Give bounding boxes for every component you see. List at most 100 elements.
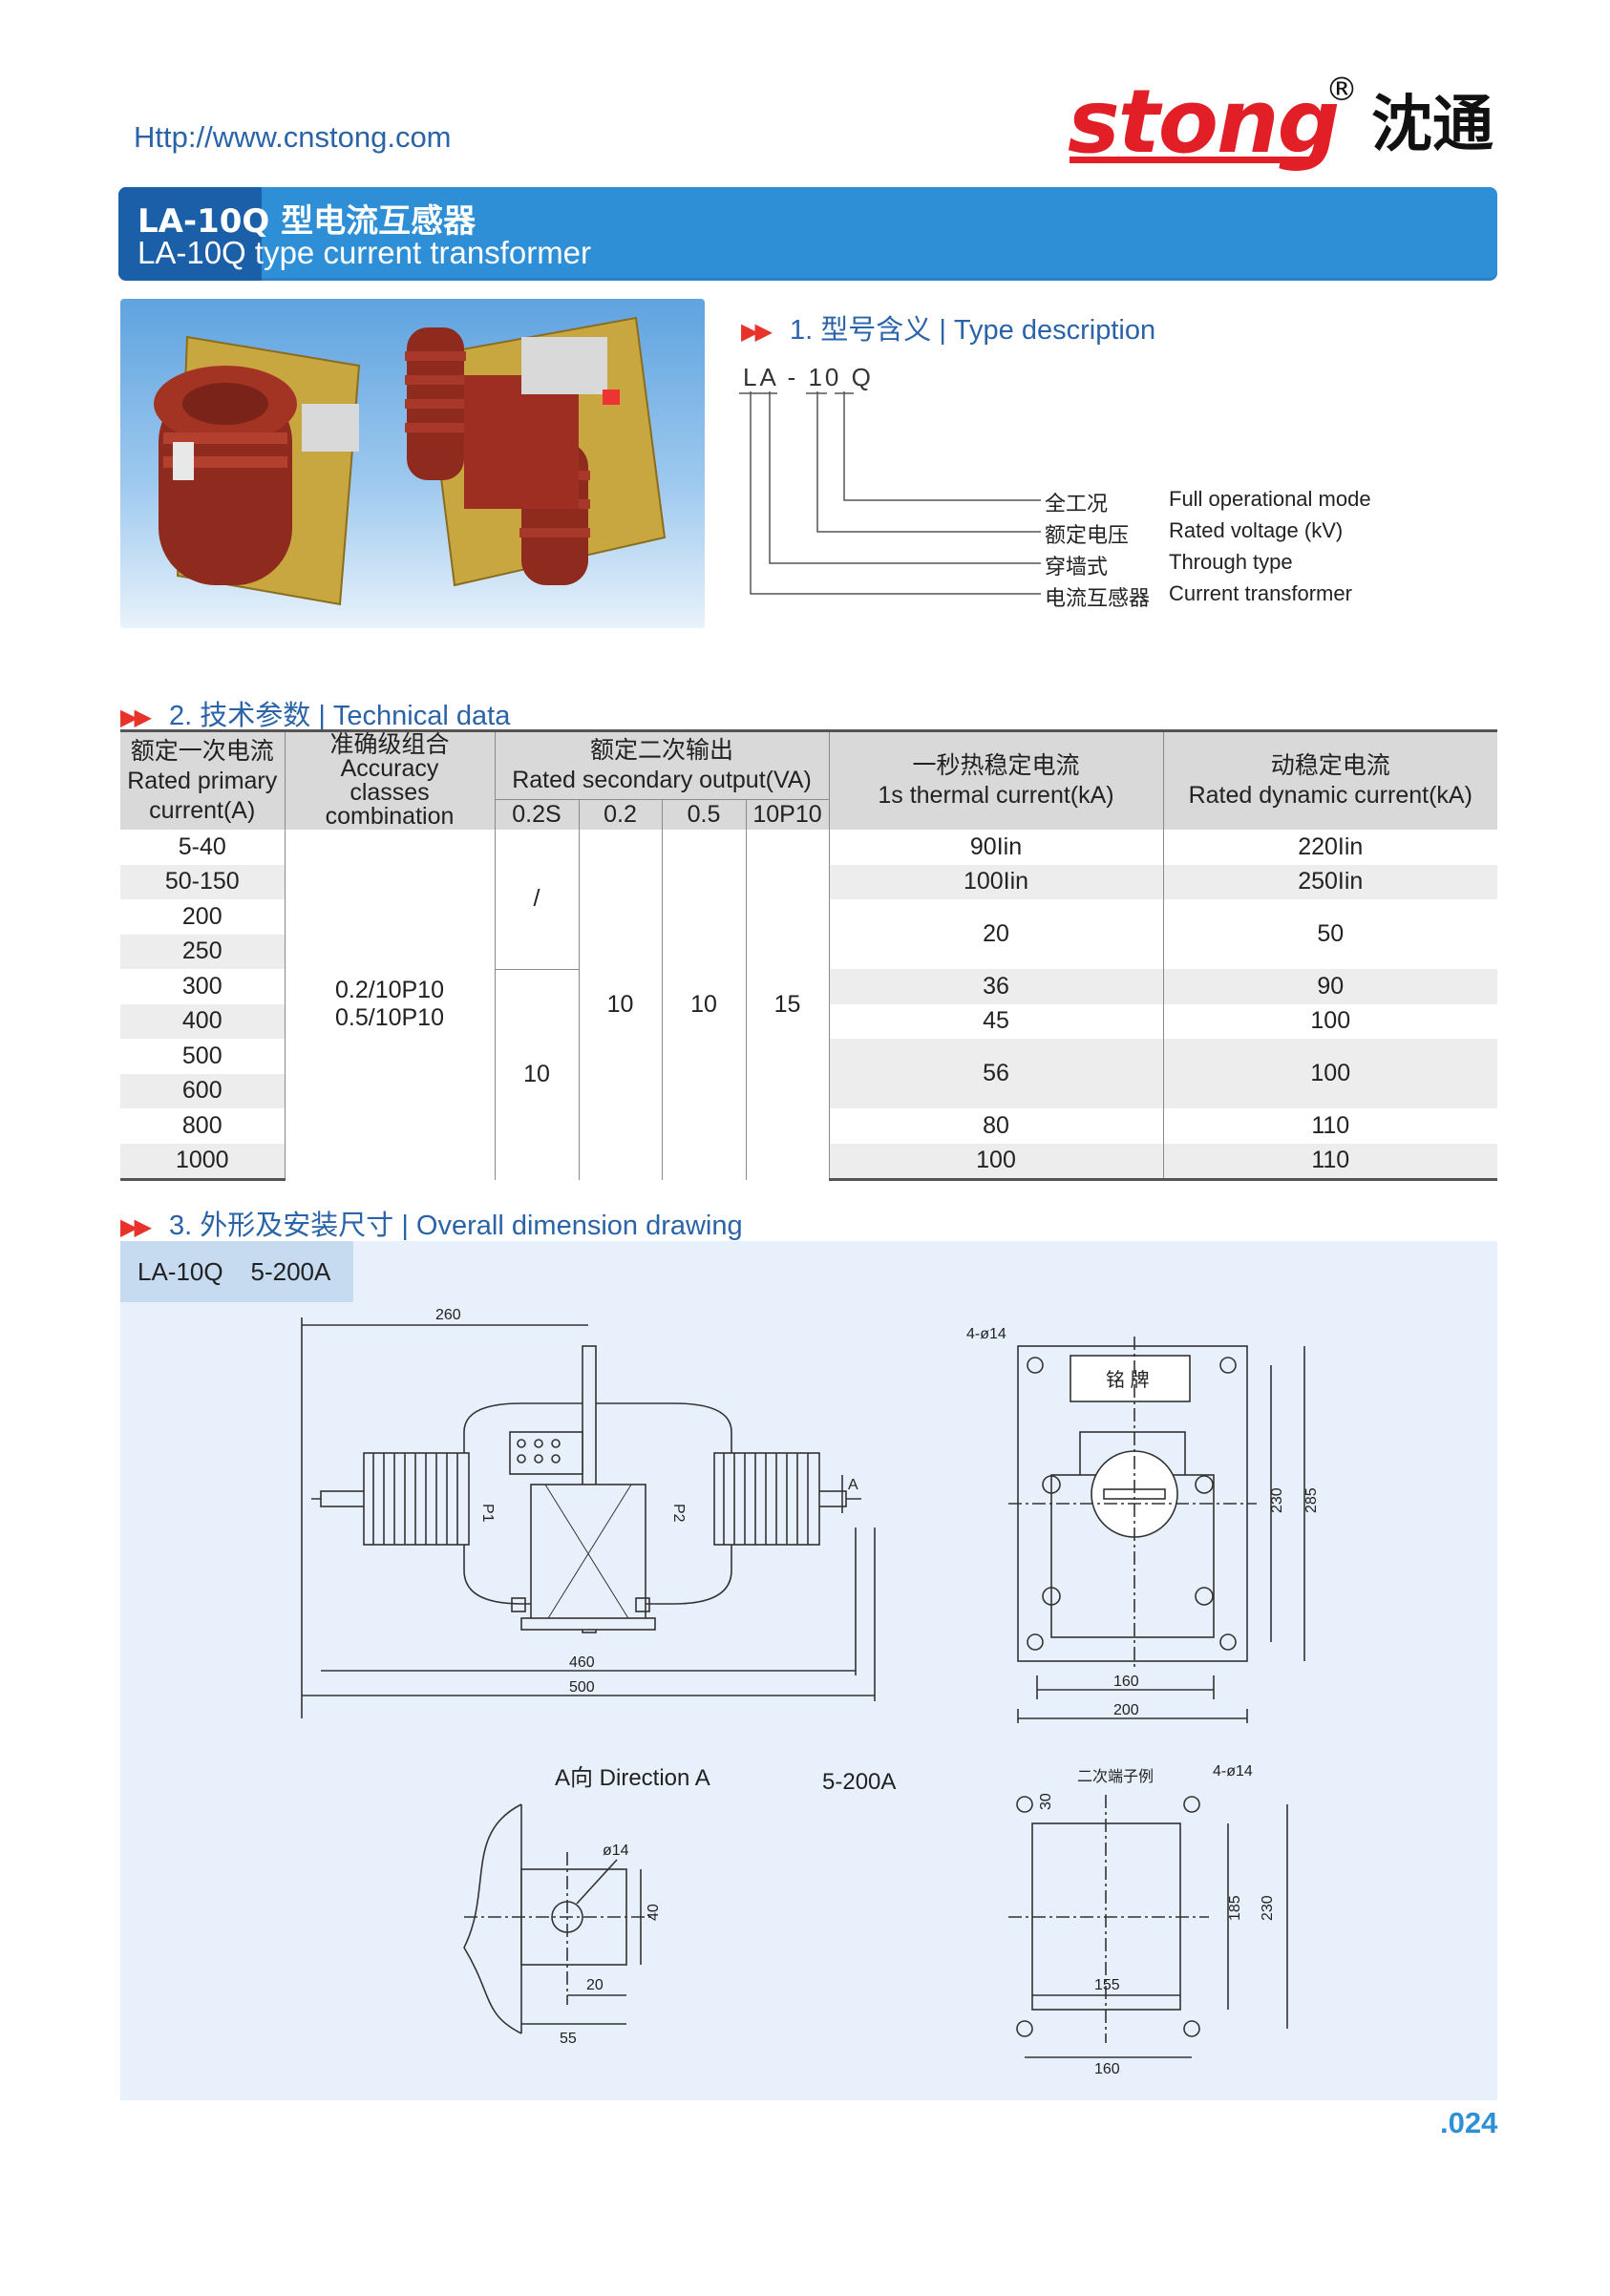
thermal-current: 45 (829, 1003, 1164, 1039)
dynamic-current: 100 (1163, 1003, 1497, 1039)
registered-mark: ® (1325, 71, 1358, 109)
left-bushing (363, 1452, 470, 1546)
direction-a-view (463, 1803, 655, 2034)
desc-en-2: Rated voltage (kV) (1169, 518, 1344, 542)
side-view (1008, 1337, 1305, 1723)
thermal-current: 20 (829, 899, 1164, 969)
thermal-current: 80 (829, 1108, 1164, 1144)
primary-current: 600 (120, 1073, 286, 1108)
section2-heading: ▶▶ 2. 技术参数 | Technical data (120, 693, 510, 733)
header-sub-10P10: 10P10 (746, 799, 830, 830)
product-photo (120, 299, 705, 628)
section2-number: 2. (168, 701, 193, 731)
desc-cn-2: 额定电压 (1045, 523, 1130, 547)
dynamic-current: 110 (1163, 1143, 1497, 1181)
drawing-svg: 260 460 500 A P1 P2 (301, 1307, 1320, 2077)
desc-en-4: Current transformer (1169, 581, 1352, 605)
dim-30: 30 (1038, 1793, 1054, 1810)
section1-separator: | (939, 315, 946, 346)
product-title-en: LA-10Q type current transformer (138, 235, 592, 270)
dim-side-200: 200 (1113, 1702, 1139, 1718)
right-bushing (713, 1452, 820, 1546)
output-02S: / (495, 830, 580, 970)
desc-en-3: Through type (1169, 550, 1293, 574)
transformer-illustration (154, 316, 667, 606)
dim-40: 40 (646, 1904, 662, 1921)
primary-current: 200 (120, 899, 286, 935)
dynamic-current: 90 (1163, 969, 1497, 1004)
section1-title-cn: 型号含义 (820, 315, 932, 346)
dim-side-285: 285 (1303, 1487, 1320, 1513)
desc-cn-3: 穿墙式 (1045, 555, 1109, 579)
direction-a-label: A向 Direction A (555, 1765, 710, 1791)
section3-separator: | (401, 1211, 409, 1241)
dim-mount-160: 160 (1094, 2061, 1120, 2077)
primary-current: 300 (120, 969, 286, 1004)
thermal-current: 100Iin (829, 864, 1164, 899)
label-p1: P1 (479, 1504, 496, 1523)
desc-en-1: Full operational mode (1169, 487, 1371, 511)
dim-side-230: 230 (1269, 1487, 1285, 1513)
technical-data-table: 额定一次电流 Rated primary current(A) 准确级组合 Ac… (120, 729, 1497, 1181)
logo-underline (1070, 157, 1320, 163)
section3-title-cn: 外形及安装尺寸 (200, 1211, 394, 1241)
nameplate-label: 铭 牌 (1106, 1369, 1150, 1391)
mounting-hole-label: 4-ø14 (1213, 1763, 1253, 1780)
primary-current: 400 (120, 1003, 286, 1039)
header-sub-05: 0.5 (662, 799, 747, 830)
accuracy-value: 0.2/10P10 (335, 977, 444, 1004)
hole-dia-label: ø14 (603, 1843, 629, 1859)
thermal-current: 90Iin (829, 830, 1164, 865)
banner-accent (118, 187, 262, 281)
thermal-current: 100 (829, 1143, 1164, 1181)
type-code-leader-lines (739, 391, 1041, 595)
brand-name: stong (1068, 71, 1340, 173)
arrow-icon: ▶▶ (741, 319, 773, 345)
brand-name-cn: 沈通 (1371, 90, 1493, 160)
header-accuracy: 准确级组合 Accuracy classes combination (285, 729, 496, 830)
side-hole-label: 4-ø14 (966, 1326, 1006, 1342)
dim-side-160: 160 (1113, 1674, 1139, 1690)
dynamic-current: 110 (1163, 1108, 1497, 1144)
brand-logo: stong ® 沈通 (1068, 71, 1509, 173)
mounting-view (1008, 1795, 1288, 2058)
range-label: 5-200A (822, 1769, 896, 1795)
section3-number: 3. (168, 1211, 193, 1241)
header-sub-02: 0.2 (579, 799, 663, 830)
section1-title-en: Type description (953, 315, 1156, 346)
output-10P10: 15 (746, 830, 830, 1180)
dim-185: 185 (1227, 1895, 1243, 1921)
dynamic-current: 250Iin (1163, 864, 1497, 899)
thermal-current: 56 (829, 1039, 1164, 1108)
primary-current: 50-150 (120, 864, 286, 899)
header-primary: 额定一次电流 Rated primary current(A) (120, 729, 286, 830)
dim-460: 460 (569, 1654, 595, 1671)
desc-cn-4: 电流互感器 (1045, 586, 1151, 610)
header-dynamic: 动稳定电流 Rated dynamic current(kA) (1163, 729, 1497, 830)
type-code: LA - 10 Q (743, 363, 874, 391)
primary-current: 250 (120, 934, 286, 969)
section2-title-cn: 技术参数 (200, 701, 311, 731)
product-title-cn: LA-10Q 型电流互感器 (138, 202, 477, 241)
output-02: 10 (579, 830, 663, 1180)
arrow-a-label: A (848, 1477, 858, 1493)
accuracy-value: 0.5/10P10 (335, 1004, 444, 1032)
section3-heading: ▶▶ 3. 外形及安装尺寸 | Overall dimension drawin… (120, 1203, 743, 1243)
section1-heading: ▶▶ 1. 型号含义 | Type description (741, 307, 1155, 348)
thermal-current: 36 (829, 969, 1164, 1004)
label-p2: P2 (670, 1504, 687, 1523)
dim-500: 500 (569, 1679, 595, 1696)
arrow-icon: ▶▶ (120, 1214, 152, 1240)
dynamic-current: 220Iin (1163, 830, 1497, 865)
mounting-title: 二次端子例 (1077, 1768, 1154, 1785)
section2-separator: | (318, 701, 326, 731)
output-05: 10 (662, 830, 747, 1180)
dim-260: 260 (435, 1307, 461, 1323)
title-banner: LA-10Q 型电流互感器 LA-10Q type current transf… (118, 187, 1497, 281)
primary-current: 500 (120, 1039, 286, 1074)
header-secondary: 额定二次输出 Rated secondary output(VA) (495, 729, 830, 800)
page-number: .024 (1440, 2106, 1498, 2139)
accuracy-cell: 0.2/10P10 0.5/10P10 (285, 830, 496, 1180)
section3-title-en: Overall dimension drawing (415, 1211, 743, 1241)
dynamic-current: 100 (1163, 1039, 1497, 1108)
